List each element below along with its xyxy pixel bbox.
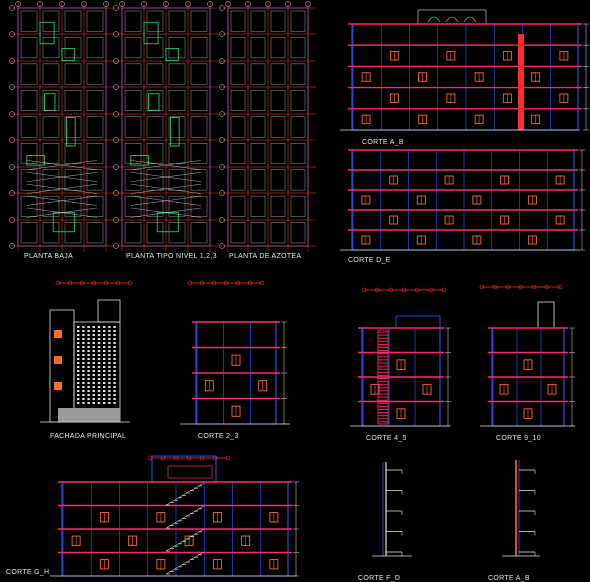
- facade-fachada-principal: [40, 299, 130, 423]
- section-corte-fd: [372, 462, 412, 557]
- label-corte-gh: CORTE G_H: [6, 569, 49, 576]
- label-planta-baja: PLANTA BAJA: [24, 253, 73, 260]
- label-corte-ab-top: CORTE A_B: [362, 139, 404, 146]
- section-corte-gh: [50, 455, 299, 577]
- label-corte-fd: CORTE F_D: [358, 575, 400, 582]
- section-corte-910: [480, 301, 575, 427]
- section-corte-de: [340, 149, 585, 251]
- label-corte-45: CORTE 4_5: [366, 435, 407, 442]
- section-corte-ab-top: [340, 9, 589, 131]
- plan-furniture: [130, 21, 202, 233]
- section-corte-ab-bottom: [502, 460, 540, 557]
- plan-grid-lines: [113, 1, 218, 252]
- plan-planta-azotea: [219, 1, 316, 252]
- plan-furniture: [26, 21, 98, 233]
- stair-red: [377, 329, 389, 425]
- axis-markers: [55, 280, 563, 461]
- section-corte-23: [180, 321, 290, 425]
- label-fachada: FACHADA PRINCIPAL: [50, 433, 126, 440]
- label-planta-tipo: PLANTA TIPO NIVEL 1,2,3: [126, 253, 217, 260]
- plan-planta-tipo: [113, 1, 218, 252]
- label-corte-ab-bottom: CORTE A_B: [488, 575, 530, 582]
- plan-planta-baja: [9, 1, 114, 252]
- label-corte-23: CORTE 2_3: [198, 433, 239, 440]
- section-corte-45: [350, 315, 451, 427]
- stair-diagonal: [165, 482, 205, 575]
- plan-grid-lines: [219, 1, 316, 252]
- label-planta-azotea: PLANTA DE AZOTEA: [229, 253, 301, 260]
- label-corte-de: CORTE D_E: [348, 257, 391, 264]
- label-corte-910: CORTE 9_10: [496, 435, 541, 442]
- plan-grid-lines: [9, 1, 114, 252]
- facade-window-grid: [77, 326, 116, 404]
